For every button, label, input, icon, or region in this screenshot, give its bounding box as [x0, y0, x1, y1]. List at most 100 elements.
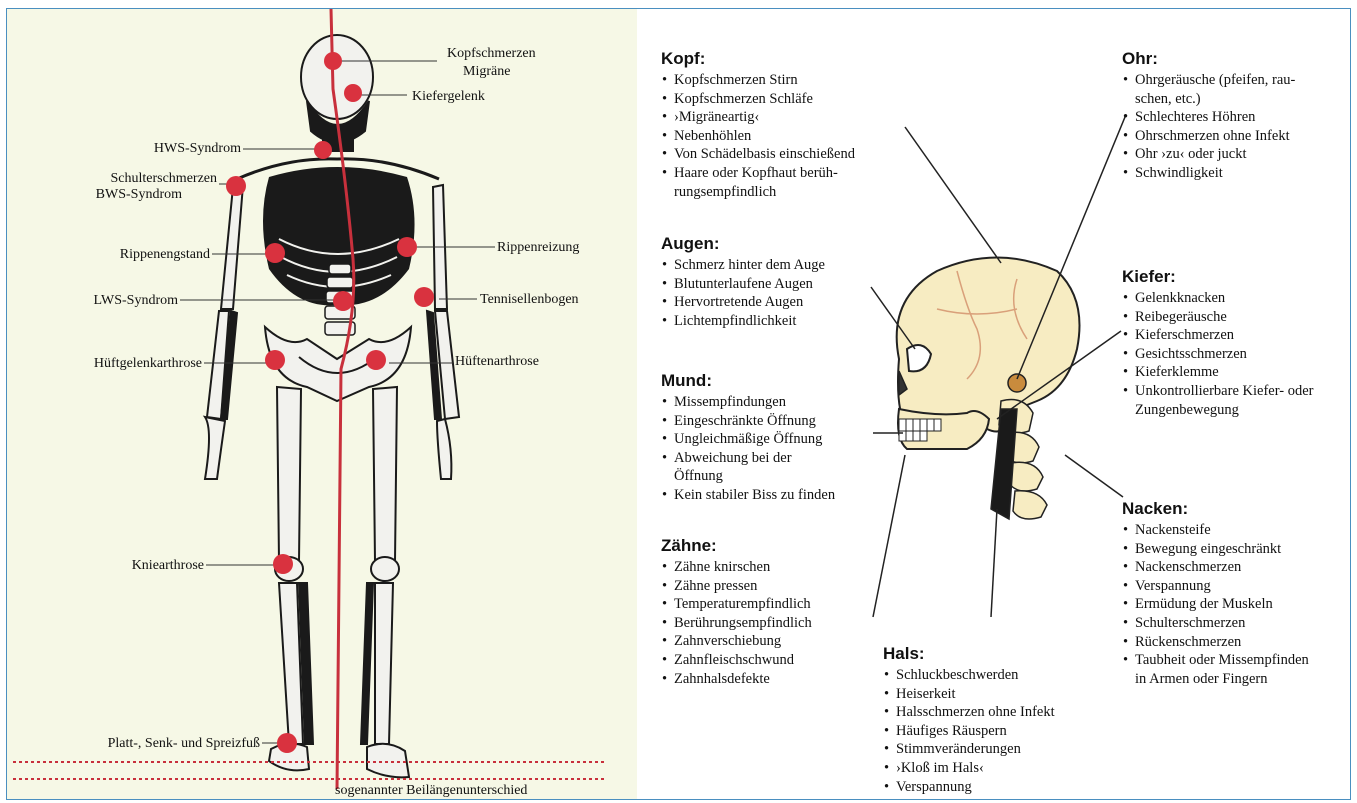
marker-huefte-rechts [366, 350, 386, 370]
list-item: Zahnhalsdefekte [661, 670, 812, 689]
list-item: Kein stabiler Biss zu finden [661, 486, 835, 505]
label-rippenreizung: Rippenreizung [497, 240, 579, 256]
marker-lws [333, 291, 353, 311]
section-augen: Augen: Schmerz hinter dem Auge Blutunter… [661, 234, 825, 330]
list-item: Eingeschränkte Öffnung [661, 412, 835, 431]
list-item: Gesichtsschmerzen [1122, 345, 1313, 364]
label-tennisellenbogen: Tennisellenbogen [480, 292, 579, 308]
skull-shape [301, 35, 373, 151]
list-item: Kopfschmerzen Schläfe [661, 90, 855, 109]
list-item: Schmerz hinter dem Auge [661, 256, 825, 275]
section-augen-title: Augen: [661, 234, 825, 254]
section-hals-list: Schluckbeschwerden Heiserkeit Halsschmer… [883, 666, 1055, 796]
marker-fuss [277, 733, 297, 753]
section-mund: Mund: Missempfindungen Eingeschränkte Öf… [661, 371, 835, 505]
marker-hws [314, 141, 332, 159]
section-kiefer: Kiefer: Gelenkknacken Reibegeräusche Kie… [1122, 267, 1313, 419]
section-mund-title: Mund: [661, 371, 835, 391]
marker-kiefer [344, 84, 362, 102]
label-schulterschmerzen: Schulterschmerzen [17, 171, 217, 187]
list-item: Schulterschmerzen [1122, 614, 1309, 633]
list-item: Von Schädelbasis einschießend [661, 145, 855, 164]
label-kopfschmerzen: Kopfschmerzen [447, 46, 536, 62]
skeleton-illustration [7, 9, 637, 800]
list-item: Zähne pressen [661, 577, 812, 596]
list-item: Nackensteife [1122, 521, 1309, 540]
section-nacken-list: Nackensteife Bewegung eingeschränkt Nack… [1122, 521, 1309, 688]
list-item: Schwindligkeit [1122, 164, 1295, 183]
list-item-continuation: Zungenbewegung [1122, 401, 1313, 420]
section-kiefer-title: Kiefer: [1122, 267, 1313, 287]
list-item: Rückenschmerzen [1122, 633, 1309, 652]
list-item: Blutunterlaufene Augen [661, 275, 825, 294]
section-mund-list: Missempfindungen Eingeschränkte Öffnung … [661, 393, 835, 505]
label-migraene: Migräne [463, 64, 510, 80]
list-item: Lichtempfindlichkeit [661, 312, 825, 331]
pain-markers [226, 52, 434, 753]
list-item: Taubheit oder Missempfinden [1122, 651, 1309, 670]
section-zaehne-title: Zähne: [661, 536, 812, 556]
skull-panel: Kopf: Kopfschmerzen Stirn Kopfschmerzen … [637, 9, 1351, 800]
label-kniearthrose: Kniearthrose [17, 558, 204, 574]
list-item: Ohrschmerzen ohne Infekt [1122, 127, 1295, 146]
marker-kopf [324, 52, 342, 70]
section-augen-list: Schmerz hinter dem Auge Blutunterlaufene… [661, 256, 825, 330]
list-item: ›Migräneartig‹ [661, 108, 855, 127]
list-item: Ohrgeräusche (pfeifen, rau- [1122, 71, 1295, 90]
list-item: Kieferklemme [1122, 363, 1313, 382]
list-item: Unkontrollierbare Kiefer- oder [1122, 382, 1313, 401]
list-item: Stimmveränderungen [883, 740, 1055, 759]
label-hws: HWS-Syndrom [57, 141, 241, 157]
list-item: Verspannung [883, 778, 1055, 797]
label-hueftenarthrose: Hüftenarthrose [455, 354, 539, 370]
list-item-continuation: in Armen oder Fingern [1122, 670, 1309, 689]
label-lws: LWS-Syndrom [17, 293, 178, 309]
list-item-continuation: rungsempfindlich [661, 183, 855, 202]
list-item: Heiserkeit [883, 685, 1055, 704]
section-zaehne: Zähne: Zähne knirschen Zähne pressen Tem… [661, 536, 812, 688]
list-item: Kieferschmerzen [1122, 326, 1313, 345]
label-rippenengstand: Rippenengstand [17, 247, 210, 263]
list-item: Nackenschmerzen [1122, 558, 1309, 577]
label-bws: BWS-Syndrom [17, 187, 182, 203]
section-ohr-list: Ohrgeräusche (pfeifen, rau- schen, etc.)… [1122, 71, 1295, 183]
list-item: Zahnverschiebung [661, 632, 812, 651]
section-hals-title: Hals: [883, 644, 1055, 664]
skeleton-panel: Kopfschmerzen Migräne Kiefergelenk HWS-S… [7, 9, 637, 800]
section-kopf: Kopf: Kopfschmerzen Stirn Kopfschmerzen … [661, 49, 855, 201]
label-hueftgelenkarthrose: Hüftgelenkarthrose [12, 356, 202, 372]
list-item: Schluckbeschwerden [883, 666, 1055, 685]
list-item: Bewegung eingeschränkt [1122, 540, 1309, 559]
section-zaehne-list: Zähne knirschen Zähne pressen Temperatur… [661, 558, 812, 688]
section-nacken-title: Nacken: [1122, 499, 1309, 519]
marker-tennis [414, 287, 434, 307]
list-item: Häufiges Räuspern [883, 722, 1055, 741]
label-kiefergelenk: Kiefergelenk [412, 89, 485, 105]
marker-huefte-links [265, 350, 285, 370]
list-item: Ungleichmäßige Öffnung [661, 430, 835, 449]
list-item: Haare oder Kopfhaut berüh- [661, 164, 855, 183]
marker-knie [273, 554, 293, 574]
list-item: Ohr ›zu‹ oder juckt [1122, 145, 1295, 164]
section-kopf-title: Kopf: [661, 49, 855, 69]
list-item: Hervortretende Augen [661, 293, 825, 312]
section-ohr: Ohr: Ohrgeräusche (pfeifen, rau- schen, … [1122, 49, 1295, 183]
list-item: Nebenhöhlen [661, 127, 855, 146]
list-item: Schlechteres Höhren [1122, 108, 1295, 127]
ear-joint [1008, 374, 1026, 392]
figure-frame: Kopfschmerzen Migräne Kiefergelenk HWS-S… [6, 8, 1351, 800]
list-item: Zähne knirschen [661, 558, 812, 577]
list-item: Gelenkknacken [1122, 289, 1313, 308]
section-nacken: Nacken: Nackensteife Bewegung eingeschrä… [1122, 499, 1309, 688]
list-item-continuation: Öffnung [661, 467, 835, 486]
section-kopf-list: Kopfschmerzen Stirn Kopfschmerzen Schläf… [661, 71, 855, 201]
list-item: Berührungsempfindlich [661, 614, 812, 633]
list-item: Zahnfleischschwund [661, 651, 812, 670]
label-fuss: Platt-, Senk- und Spreizfuß [17, 736, 260, 752]
list-item: Reibegeräusche [1122, 308, 1313, 327]
list-item: ›Kloß im Hals‹ [883, 759, 1055, 778]
list-item: Temperaturempfindlich [661, 595, 812, 614]
list-item-continuation: schen, etc.) [1122, 90, 1295, 109]
list-item: Abweichung bei der [661, 449, 835, 468]
